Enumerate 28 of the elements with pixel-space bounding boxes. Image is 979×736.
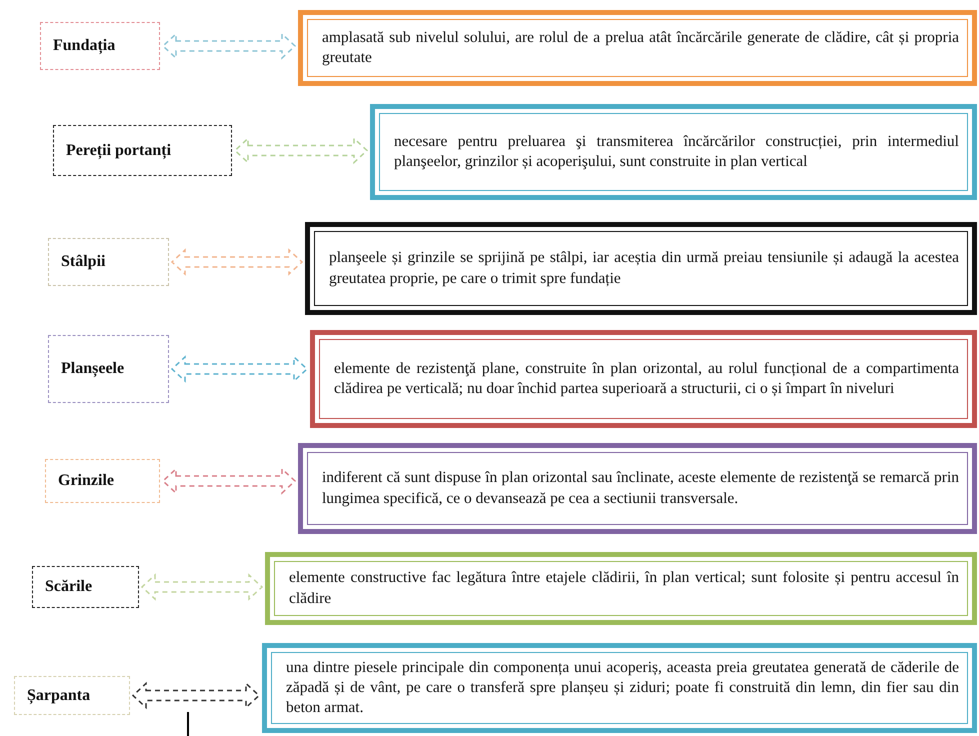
definition-text: elemente de rezistenţă plane, construite în plan orizontal, au rolul funcțional de a compartimenta clădirea pe verticală; nu doar închid partea superioară a structurii, ci o și împart în niveluri — [334, 358, 959, 399]
double-arrow — [234, 136, 368, 164]
definition-box — [298, 443, 977, 534]
term-label: Fundația — [40, 22, 160, 70]
definition-text: indiferent că sunt dispuse în plan orizontal sau înclinate, aceste elemente de rezistenţă se remarcă prin lungimea specifică, ce o devansează pe cea a sectiunii transversale. — [322, 468, 959, 508]
definition-text: elemente constructive fac legătura între etajele clădirii, în plan vertical; sunt folosite și pentru accesul în clădire — [289, 568, 959, 608]
definition-box — [310, 330, 977, 428]
definition-box — [265, 552, 977, 625]
definition-box — [298, 10, 977, 86]
definition-box — [305, 222, 977, 315]
double-arrow — [140, 573, 264, 601]
term-label: Stâlpii — [48, 238, 169, 286]
double-arrow — [162, 32, 296, 60]
double-arrow — [132, 682, 260, 710]
definition-box — [370, 104, 977, 200]
definition-box — [262, 643, 977, 733]
definition-text: planşeele și grinzile se sprijină pe stâlpi, iar aceștia din urmă preiau tensiunile și adaugă la acestea greutatea proprie, pe care o trimit spre fundație — [329, 248, 959, 288]
term-label: Scările — [32, 566, 139, 608]
definition-text: una dintre piesele principale din componența unui acoperiș, aceasta preia greutatea generată de căderile de zăpadă și de vânt, pe care o transferă spre planșeu și ziduri; poate fi construită din lemn, din fier sau din beton armat. — [286, 658, 959, 718]
term-label: Grinzile — [45, 459, 160, 503]
term-label: Planșeele — [48, 335, 169, 403]
double-arrow — [170, 248, 304, 276]
term-label: Pereții portanți — [53, 125, 232, 176]
definition-text: necesare pentru preluarea şi transmiterea încărcărilor construcției, prin intermediul planşeelor, grinzilor și acoperişului, sunt construite in plan vertical — [394, 132, 959, 172]
definition-text: amplasată sub nivelul solului, are rolul de a prelua atât încărcările generate de clădire, cât și propria greutate — [322, 28, 959, 68]
double-arrow — [162, 467, 296, 495]
term-label: Șarpanta — [14, 676, 130, 715]
double-arrow — [170, 355, 308, 383]
